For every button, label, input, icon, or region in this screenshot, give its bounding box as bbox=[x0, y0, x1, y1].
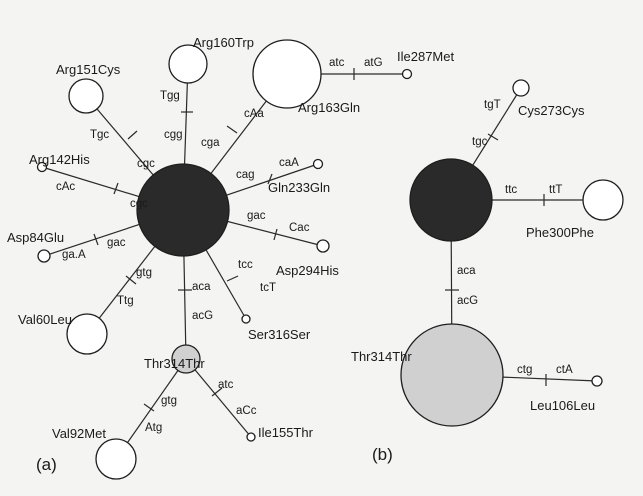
codon-gln233gln-to: caA bbox=[279, 157, 299, 169]
label-val60leu: Val60Leu bbox=[18, 312, 72, 327]
codon-arg160trp-from: cgg bbox=[164, 129, 183, 141]
label-cys273cys: Cys273Cys bbox=[518, 103, 585, 118]
label-leu106leu: Leu106Leu bbox=[530, 398, 595, 413]
codon-arg163gln-to: cAa bbox=[244, 108, 264, 120]
codon-ser316ser-to: tcT bbox=[260, 282, 276, 294]
codon-arg142his-to: cAc bbox=[56, 181, 75, 193]
tick-arg142his bbox=[113, 182, 119, 195]
codon-thr314thr-b-to: acG bbox=[457, 295, 478, 307]
tick-ile155thr bbox=[211, 387, 223, 397]
network-b-codons: tgc tgT ttc ttT aca acG ctg ctA bbox=[457, 99, 573, 376]
node-asp294his bbox=[316, 239, 330, 253]
node-arg160trp bbox=[168, 44, 208, 84]
codon-thr314thr-b-from: aca bbox=[457, 265, 476, 277]
codon-gln233gln-from: cag bbox=[236, 169, 255, 181]
panel-label-a: (a) bbox=[36, 455, 57, 474]
codon-asp84glu-from: gac bbox=[107, 237, 126, 249]
tick-gln233gln bbox=[267, 173, 273, 185]
node-arg142his bbox=[36, 161, 48, 173]
tick-val92met bbox=[143, 403, 155, 412]
network-b-nodes bbox=[400, 79, 624, 427]
node-arg163gln bbox=[252, 39, 322, 109]
codon-phe300phe-to: ttT bbox=[549, 184, 562, 196]
label-ile287met: Ile287Met bbox=[397, 49, 454, 64]
codon-ile287met-to: atG bbox=[364, 57, 383, 69]
codon-arg151cys-to: Tgc bbox=[90, 129, 109, 141]
label-arg142his: Arg142His bbox=[29, 152, 90, 167]
label-gln233gln: Gln233Gln bbox=[268, 180, 330, 195]
tick-asp84glu bbox=[93, 233, 99, 246]
edge-ile155thr bbox=[185, 358, 252, 438]
hub-node-b bbox=[409, 158, 493, 242]
label-asp294his: Asp294His bbox=[276, 263, 339, 278]
codon-leu106leu-from: ctg bbox=[517, 364, 532, 376]
network-b-ticks bbox=[445, 133, 547, 386]
codon-val92met-to: Atg bbox=[145, 422, 162, 434]
label-phe300phe: Phe300Phe bbox=[526, 225, 594, 240]
node-ser316ser bbox=[241, 314, 251, 324]
label-arg151cys: Arg151Cys bbox=[56, 62, 121, 77]
codon-cys273cys-from: tgc bbox=[472, 136, 488, 148]
codon-val60leu-from: gtg bbox=[136, 267, 152, 279]
node-leu106leu bbox=[591, 375, 603, 387]
codon-val60leu-to: Ttg bbox=[117, 295, 134, 307]
network-b-labels: Cys273Cys Phe300Phe Thr314Thr Leu106Leu bbox=[351, 103, 595, 413]
tick-asp294his bbox=[273, 228, 278, 241]
node-asp84glu bbox=[37, 249, 51, 263]
label-val92met: Val92Met bbox=[52, 426, 106, 441]
network-a-edges bbox=[41, 63, 407, 460]
node-gln233gln bbox=[312, 158, 324, 170]
codon-ile155thr-to: aCc bbox=[236, 405, 257, 417]
panel-label-b: (b) bbox=[372, 445, 393, 464]
node-phe300phe bbox=[582, 179, 624, 221]
label-thr314thr-b: Thr314Thr bbox=[351, 349, 412, 364]
network-a-ticks bbox=[93, 68, 355, 412]
network-a-labels: Arg160Trp Arg151Cys Arg163Gln Ile287Met … bbox=[7, 35, 454, 441]
codon-val92met-from: gtg bbox=[161, 395, 177, 407]
node-val60leu bbox=[66, 313, 108, 355]
tick-arg151cys bbox=[127, 130, 138, 140]
codon-arg160trp-to: Tgg bbox=[160, 90, 180, 102]
label-arg163gln: Arg163Gln bbox=[298, 100, 360, 115]
codon-thr314thr-a-from: aca bbox=[192, 281, 211, 293]
codon-arg142his-from: cgc bbox=[130, 198, 148, 210]
codon-arg151cys-from: cgc bbox=[137, 158, 155, 170]
network-a-codons: cgg Tgg cgc Tgc cga cAa atc atG cgc cAc … bbox=[56, 57, 383, 434]
node-cys273cys bbox=[512, 79, 530, 97]
codon-asp84glu-to: ga.A bbox=[62, 249, 86, 261]
codon-asp294his-from: gac bbox=[247, 210, 266, 222]
codon-leu106leu-to: ctA bbox=[556, 364, 573, 376]
label-arg160trp: Arg160Trp bbox=[193, 35, 254, 50]
tick-arg163gln bbox=[226, 125, 238, 134]
node-thr314thr-b bbox=[400, 323, 504, 427]
tick-cys273cys bbox=[487, 133, 499, 141]
codon-ser316ser-from: tcc bbox=[238, 259, 253, 271]
network-a-nodes bbox=[36, 39, 413, 480]
label-ile155thr: Ile155Thr bbox=[258, 425, 314, 440]
codon-asp294his-to: Cac bbox=[289, 222, 310, 234]
label-asp84glu: Asp84Glu bbox=[7, 230, 64, 245]
node-ile155thr bbox=[246, 432, 256, 442]
node-ile287met bbox=[401, 68, 413, 80]
codon-thr314thr-a-to: acG bbox=[192, 310, 213, 322]
tick-val60leu bbox=[125, 275, 137, 285]
network-b: Cys273Cys Phe300Phe Thr314Thr Leu106Leu … bbox=[351, 79, 624, 464]
tick-ser316ser bbox=[226, 275, 239, 282]
hub-node-a bbox=[136, 163, 230, 257]
network-a: Arg160Trp Arg151Cys Arg163Gln Ile287Met … bbox=[7, 35, 454, 480]
codon-ile155thr-from: atc bbox=[218, 379, 234, 391]
label-thr314thr-a: Thr314Thr bbox=[144, 356, 205, 371]
codon-phe300phe-from: ttc bbox=[505, 184, 517, 196]
node-arg151cys bbox=[68, 78, 104, 114]
codon-arg163gln-from: cga bbox=[201, 137, 220, 149]
codon-cys273cys-to: tgT bbox=[484, 99, 501, 111]
label-ser316ser: Ser316Ser bbox=[248, 327, 311, 342]
node-thr314thr-a bbox=[171, 344, 201, 374]
codon-ile287met-from: atc bbox=[329, 57, 345, 69]
node-val92met bbox=[95, 438, 137, 480]
